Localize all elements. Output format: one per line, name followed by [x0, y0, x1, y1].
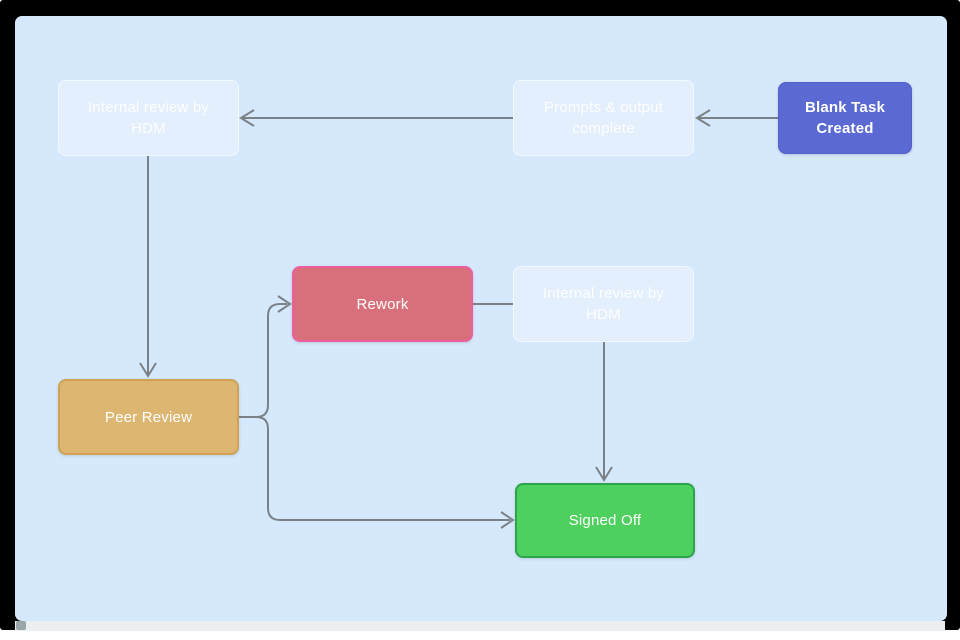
edge-blank-to-prompts[interactable] — [695, 109, 778, 127]
node-label: Rework — [356, 295, 409, 313]
node-prompts-output-complete[interactable]: Prompts & output complete — [513, 80, 694, 156]
node-label: Signed Off — [568, 512, 642, 529]
node-label: Blank Task Created — [804, 99, 886, 137]
node-blank-task-created[interactable]: Blank Task Created — [778, 82, 912, 154]
edge-prompts-to-internal-top[interactable] — [239, 109, 513, 127]
node-peer-review[interactable]: Peer Review — [58, 379, 239, 455]
node-label: Prompts & output complete — [543, 99, 664, 137]
edge-internal-mid-to-signed[interactable] — [595, 342, 613, 482]
edge-peer-to-signed[interactable] — [239, 416, 515, 529]
edge-peer-to-rework[interactable] — [239, 295, 292, 418]
horizontal-scrollbar-thumb[interactable] — [16, 621, 26, 630]
node-label: Internal review by HDM — [87, 99, 210, 137]
node-rework[interactable]: Rework — [292, 266, 473, 342]
horizontal-scrollbar-track[interactable] — [15, 621, 945, 631]
node-internal-review-top[interactable]: Internal review by HDM — [58, 80, 239, 156]
node-signed-off[interactable]: Signed Off — [515, 483, 695, 558]
node-internal-review-mid[interactable]: Internal review by HDM — [513, 266, 694, 342]
edge-internal-top-to-peer[interactable] — [139, 156, 157, 378]
node-label: Internal review by HDM — [542, 285, 665, 323]
node-label: Peer Review — [104, 408, 193, 426]
